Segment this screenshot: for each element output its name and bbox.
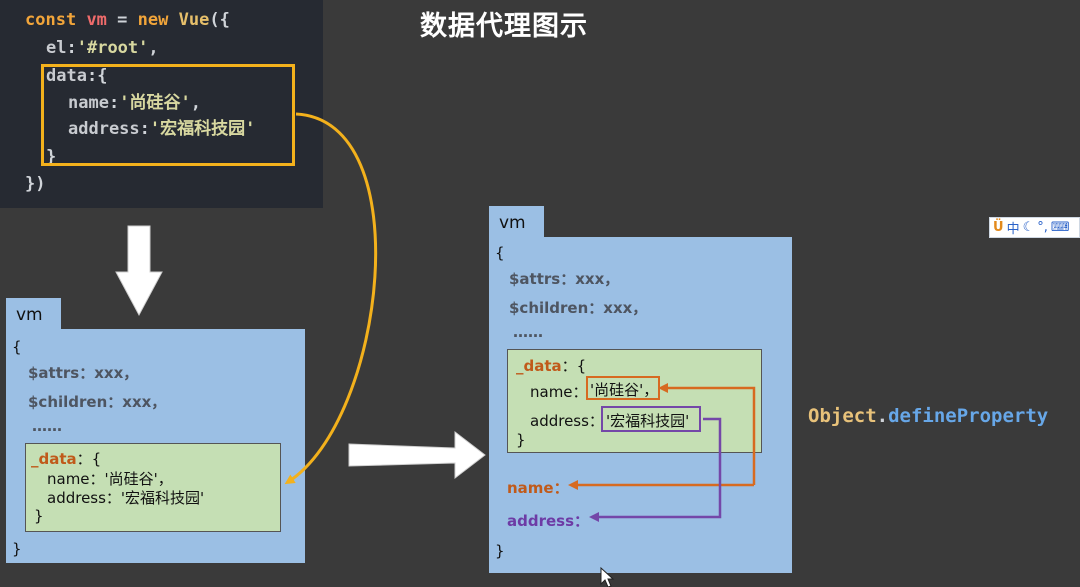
ime-toolbar[interactable]: Ü 中 ☾ °, ⌨ (989, 217, 1080, 238)
code-colon: : (108, 93, 120, 113)
left-vm-tab: vm (6, 298, 61, 330)
ime-logo-icon[interactable]: Ü (993, 220, 1004, 235)
define-property-label: Object.defineProperty (808, 405, 1048, 427)
code-class: Vue (178, 10, 210, 30)
right-address-value-box: '宏福科技园' (601, 406, 701, 432)
code-open-paren: ({ (209, 10, 230, 30)
code-line-4: name:'尚硅谷', (68, 92, 201, 114)
code-line-3: data:{ (46, 65, 107, 87)
code-data-highlight-box (41, 64, 295, 166)
right-data-open: ：{ (561, 357, 587, 375)
right-data-header: _data：{ (516, 355, 586, 376)
code-prop-name: name (68, 93, 109, 113)
code-line-5: address:'宏福科技园' (68, 118, 255, 140)
left-data-open: ：{ (76, 450, 102, 468)
yellow-curved-arrow (284, 112, 378, 485)
mouse-cursor-icon (600, 566, 615, 587)
right-vm-close-brace: } (495, 542, 505, 560)
right-data-key: _data (516, 357, 562, 375)
left-vm-open-brace: { (12, 338, 22, 356)
code-equals: = (106, 10, 138, 30)
code-colon-brace: :{ (86, 66, 108, 86)
down-arrow-icon (115, 225, 163, 317)
code-prop-data: data (46, 66, 87, 86)
code-line-2: el:'#root', (46, 37, 159, 59)
ime-keyboard-icon[interactable]: ⌨ (1050, 220, 1070, 235)
code-keyword-const: const (25, 10, 77, 30)
define-property-object: Object (808, 405, 877, 427)
code-string: '#root' (76, 38, 149, 58)
ime-punctuation-icon[interactable]: °, (1037, 220, 1048, 235)
code-string: '宏福科技园' (149, 119, 256, 139)
left-vm-attrs: $attrs：xxx， (28, 364, 139, 382)
code-prop-address: address (68, 119, 140, 139)
left-data-close: } (34, 507, 44, 525)
right-vm-proxy-address: address： (507, 512, 590, 530)
code-variable: vm (86, 10, 107, 30)
purple-address-connector (589, 417, 722, 522)
code-comma: , (190, 93, 201, 113)
code-colon: : (66, 38, 77, 58)
code-line-7: }) (25, 174, 46, 194)
define-property-method: defineProperty (888, 405, 1049, 427)
left-data-header: _data：{ (31, 448, 101, 469)
ime-chinese-mode-icon[interactable]: 中 (1006, 222, 1020, 237)
right-vm-tab: vm (489, 206, 544, 238)
code-colon: : (139, 119, 150, 139)
left-data-address-row: address：'宏福科技园' (47, 489, 205, 507)
orange-name-connector (658, 383, 756, 485)
right-data-name-label: name： (530, 383, 588, 401)
right-address-value: '宏福科技园' (606, 412, 690, 430)
left-vm-close-brace: } (12, 540, 22, 558)
left-vm-children: $children：xxx， (28, 393, 167, 411)
right-vm-proxy-name: name： (507, 479, 569, 497)
left-vm-ellipsis: …… (32, 417, 62, 435)
right-vm-children: $children：xxx， (509, 299, 648, 317)
right-data-address-label: address： (530, 412, 604, 430)
define-property-dot: . (876, 405, 889, 427)
code-string: '尚硅谷' (119, 93, 191, 113)
code-comma: , (148, 38, 159, 58)
right-vm-ellipsis: …… (513, 323, 543, 341)
right-vm-attrs: $attrs：xxx， (509, 270, 620, 288)
ime-moon-icon[interactable]: ☾ (1022, 220, 1035, 235)
code-keyword-new: new (137, 10, 169, 30)
right-vm-open-brace: { (495, 244, 505, 262)
page-title: 数据代理图示 (420, 11, 588, 42)
right-arrow-icon (348, 430, 486, 480)
code-line-1: const vm = new Vue({ (25, 9, 230, 31)
left-data-name-row: name：'尚硅谷'， (47, 470, 173, 488)
code-line-6: } (46, 147, 57, 167)
left-data-box: _data：{ name：'尚硅谷'， address：'宏福科技园' } (25, 443, 281, 532)
right-name-value: '尚硅谷'， (590, 381, 659, 399)
right-data-close: } (516, 431, 526, 449)
code-panel: const vm = new Vue({ el:'#root', data:{ … (0, 0, 323, 208)
code-prop-el: el (46, 38, 67, 58)
left-data-key: _data (31, 450, 77, 468)
